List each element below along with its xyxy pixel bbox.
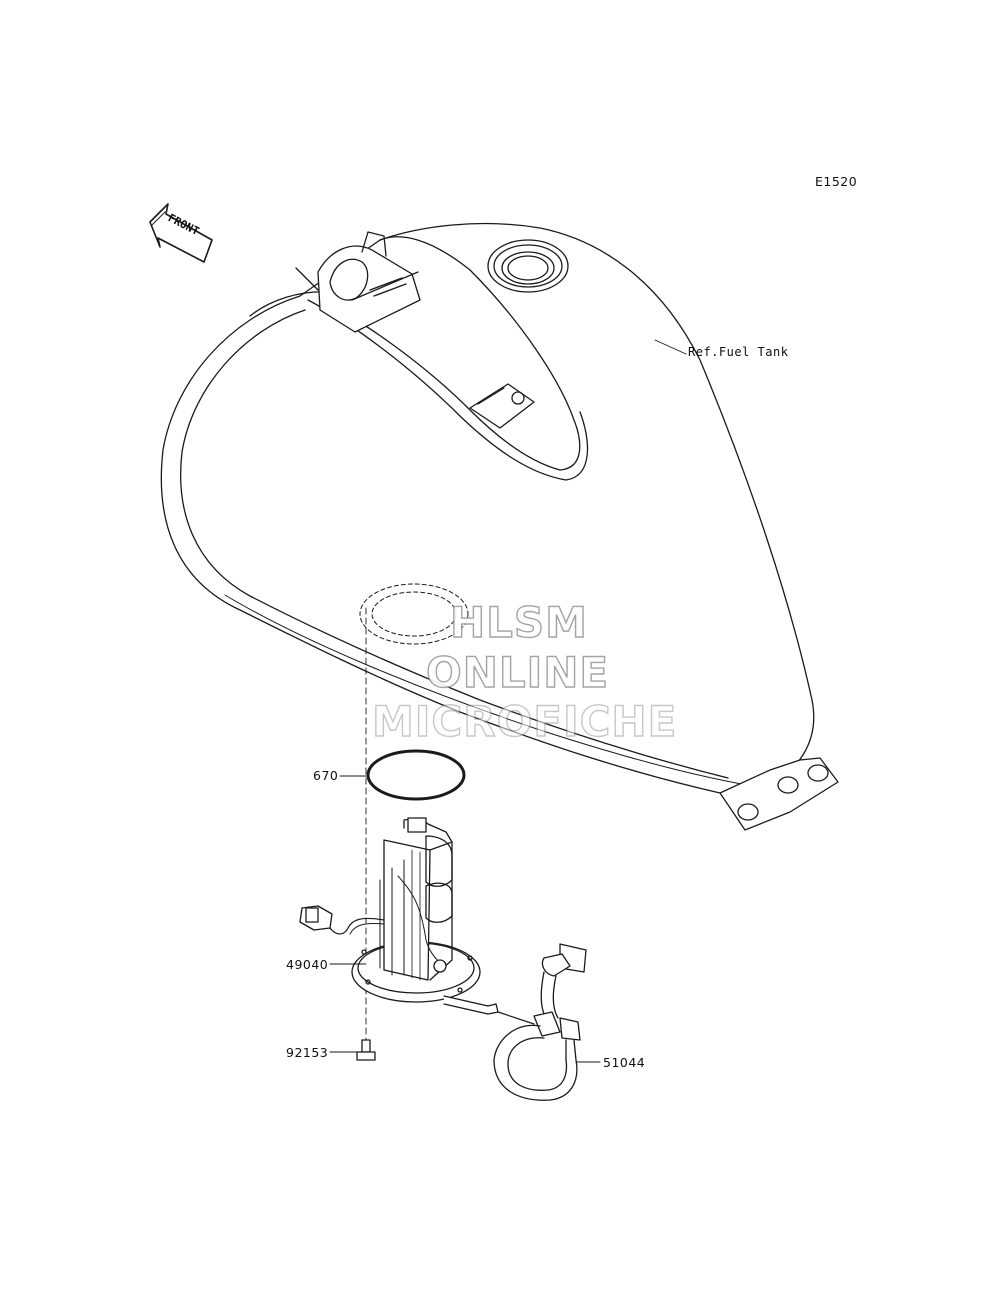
front-arrow-icon: FRONT bbox=[149, 203, 213, 263]
o-ring-icon bbox=[339, 749, 466, 801]
part-label-92153[interactable]: 92153 bbox=[286, 1045, 329, 1060]
bolt-icon bbox=[329, 1039, 376, 1061]
ref-fuel-tank-label: Ref.Fuel Tank bbox=[688, 345, 789, 359]
fuel-hose-icon bbox=[493, 943, 601, 1101]
tank-pump-opening bbox=[359, 583, 469, 645]
watermark-line-3: MICROFICHE bbox=[371, 696, 678, 746]
part-label-670[interactable]: 670 bbox=[313, 768, 339, 783]
fuel-tank-icon bbox=[160, 222, 839, 831]
fuel-pump-icon bbox=[299, 817, 499, 1015]
watermark-line-1: HLSM bbox=[449, 597, 588, 647]
watermark-line-2: ONLINE bbox=[425, 647, 610, 697]
part-label-51044[interactable]: 51044 bbox=[603, 1055, 646, 1070]
diagram-code: E1520 bbox=[815, 174, 858, 189]
part-label-49040[interactable]: 49040 bbox=[286, 957, 329, 972]
